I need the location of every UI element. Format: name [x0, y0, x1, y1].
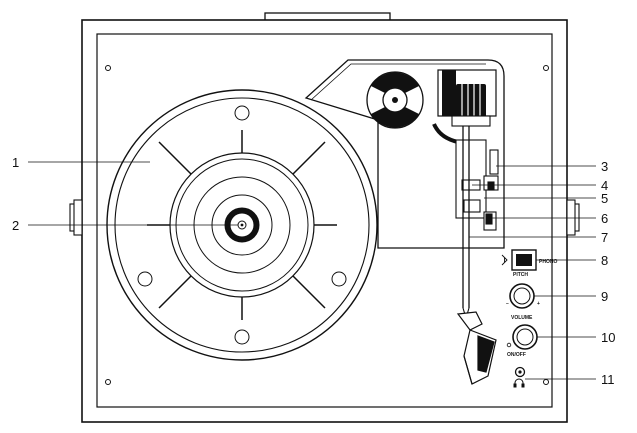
- leader-lines: [28, 161, 596, 380]
- volume-knob: [512, 324, 538, 350]
- power-led: [506, 342, 512, 348]
- left-latch: [69, 199, 83, 236]
- arm-base: [455, 139, 487, 219]
- bluetooth-icon: [501, 254, 508, 266]
- pitch-minus: −: [506, 301, 509, 307]
- headphone-icon: [513, 378, 525, 388]
- pitch-label: PITCH: [513, 272, 528, 278]
- phono-label: PHONO: [539, 259, 557, 265]
- callout-9: 9: [601, 289, 608, 304]
- callout-5: 5: [601, 191, 608, 206]
- speed-switch: [483, 211, 497, 231]
- cue-lift-arm: [432, 123, 459, 144]
- onoff-label: ON/OFF: [507, 352, 526, 358]
- callout-7: 7: [601, 230, 608, 245]
- 45-adapter: [366, 71, 424, 129]
- callout-8: 8: [601, 253, 608, 268]
- headshell: [456, 311, 497, 385]
- spindle: [224, 207, 260, 243]
- volume-label: VOLUME: [511, 315, 533, 321]
- callout-2: 2: [12, 218, 19, 233]
- headphone-jack: [514, 366, 526, 378]
- pitch-plus: +: [537, 301, 540, 307]
- source-switch: [511, 249, 537, 271]
- pitch-knob: [509, 283, 535, 309]
- callout-6: 6: [601, 211, 608, 226]
- tonearm-counterweight: [437, 69, 497, 127]
- right-latch: [566, 199, 580, 236]
- callout-4: 4: [601, 178, 608, 193]
- arm-rest: [483, 149, 499, 191]
- callout-1: 1: [12, 155, 19, 170]
- corner-screws: [105, 65, 549, 385]
- callout-10: 10: [601, 330, 615, 345]
- callout-3: 3: [601, 159, 608, 174]
- callout-11: 11: [601, 372, 615, 387]
